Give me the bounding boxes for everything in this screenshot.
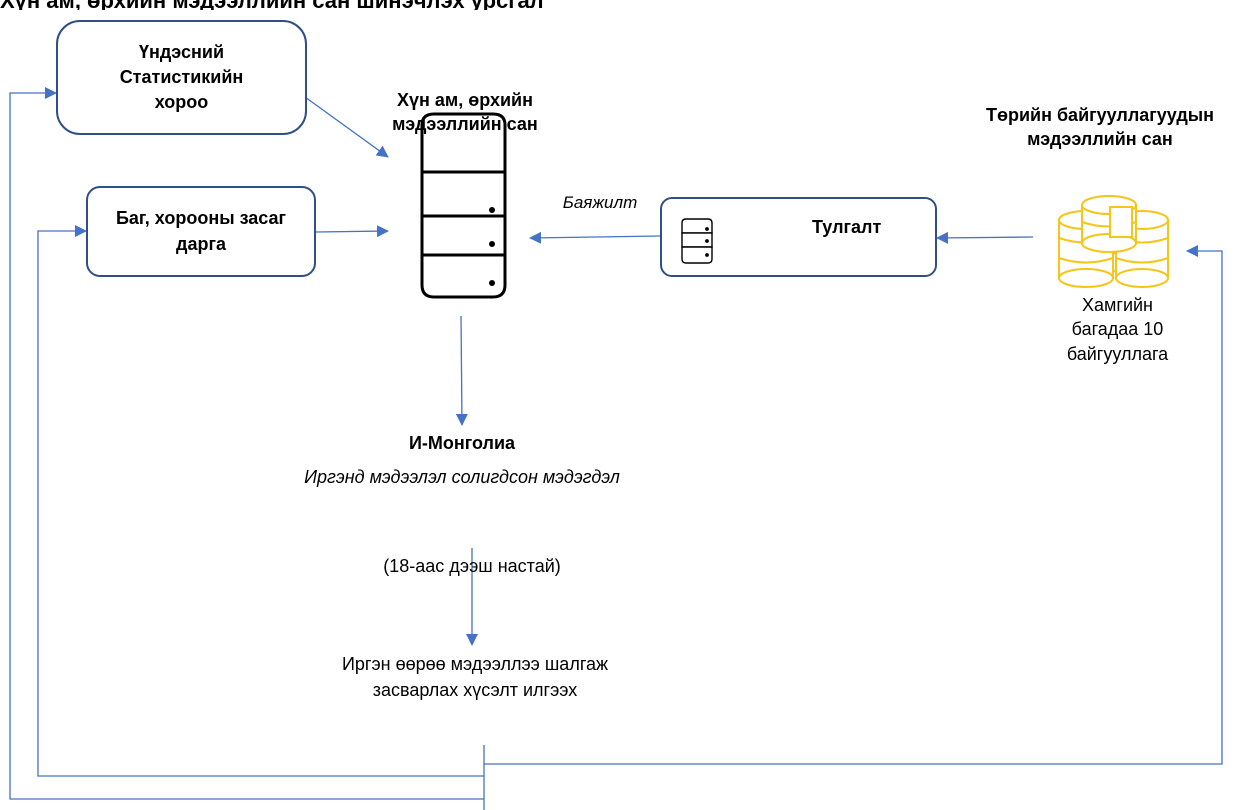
edge-db-to-emongolia bbox=[455, 315, 468, 426]
edge-matching-to-db bbox=[529, 231, 661, 244]
citizen-text: Иргэн өөрөө мэдээллээ шалгаж засварлах х… bbox=[341, 654, 609, 701]
state-db-note: Хамгийн багадаа 10 байгууллага bbox=[1066, 295, 1169, 364]
edge-governor-to-db bbox=[315, 225, 389, 238]
state-db-title: Төрийн байгууллагуудын мэдээллийн сан bbox=[985, 105, 1215, 150]
nsc-label: Үндэсний Статистикийн хороо bbox=[119, 41, 244, 113]
governor-box: Баг, хорооны засаг дарга bbox=[86, 186, 316, 277]
core-db-title: Хүн ам, өрхийн мэдээллийн сан bbox=[392, 90, 538, 135]
nsc-box: Үндэсний Статистикийн хороо bbox=[56, 20, 307, 135]
governor-label: Баг, хорооны засаг дарга bbox=[115, 208, 287, 254]
state-databases-icon bbox=[1058, 195, 1169, 288]
small-database-icon bbox=[681, 218, 713, 264]
emongolia-age: (18-аас дээш настай) bbox=[383, 556, 561, 576]
emongolia-subtitle: Иргэнд мэдээлэл солигдсон мэдэгдэл bbox=[304, 467, 620, 487]
emongolia-title: И-Монголиа bbox=[408, 433, 516, 453]
edge-statedb-to-matching bbox=[936, 231, 1034, 244]
enrichment-label: Баяжилт bbox=[562, 193, 638, 212]
edge-nsc-to-db bbox=[304, 96, 389, 158]
matching-label: Тулгалт bbox=[812, 217, 882, 237]
diagram-title: Хүн ам, өрхийн мэдээллийн сан шинэчлэх у… bbox=[0, 0, 544, 10]
edge-feedback-outer bbox=[9, 87, 484, 800]
edge-feedback-governor bbox=[37, 225, 484, 777]
diagram-title-clipped: Хүн ам, өрхийн мэдээллийн сан шинэчлэх у… bbox=[0, 0, 1259, 10]
matching-box: Тулгалт bbox=[660, 197, 937, 277]
core-database-icon bbox=[420, 112, 507, 299]
citizen-text-clip: Иргэн өөрөө мэдээллээ шалгаж засварлах х… bbox=[340, 651, 610, 757]
edge-feedback-statedb bbox=[484, 245, 1223, 765]
